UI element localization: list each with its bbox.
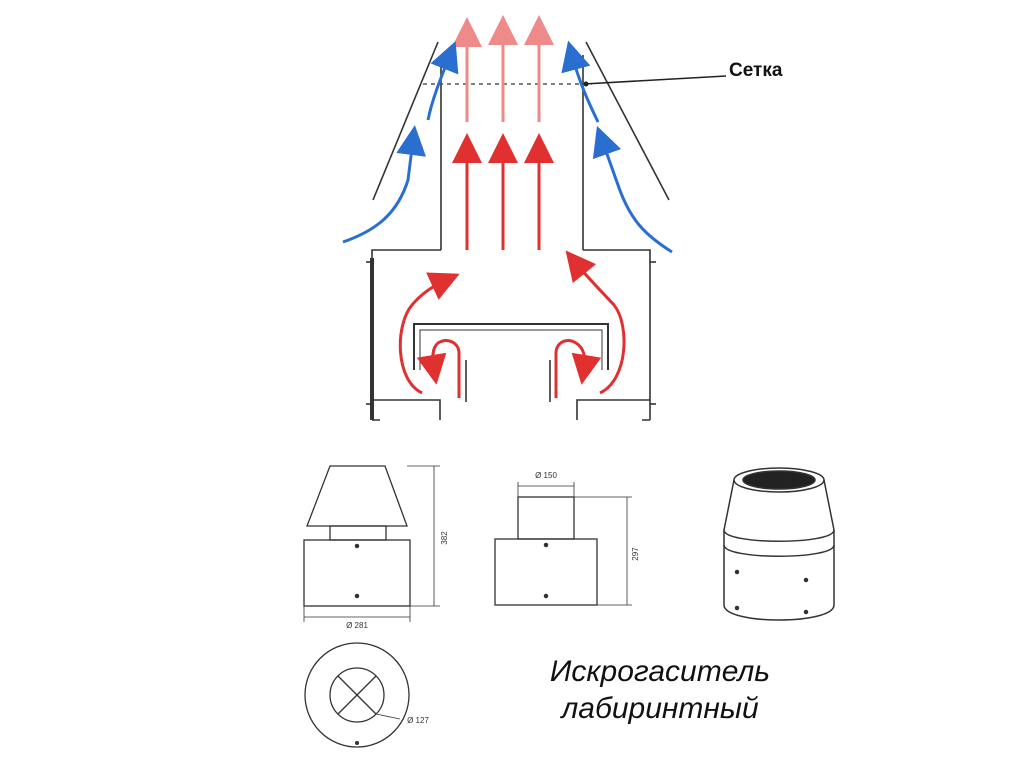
top-inner-circle xyxy=(329,667,385,723)
bottom-right-ledge xyxy=(576,399,650,421)
body-left xyxy=(371,249,441,420)
mesh xyxy=(423,75,727,87)
front-diameter-dimension: Ø 281 xyxy=(346,621,368,630)
side-body xyxy=(494,538,598,606)
front-neck xyxy=(329,525,387,541)
cone-right-line xyxy=(585,41,670,201)
mesh-leader-line xyxy=(583,75,727,85)
top-view xyxy=(304,642,410,748)
deflector-inner xyxy=(419,329,603,370)
cross-section xyxy=(366,41,670,421)
top-outer-circle xyxy=(304,642,410,748)
front-height-dimension: 382 xyxy=(440,531,449,545)
bottom-left-ledge xyxy=(372,399,441,421)
body-right xyxy=(583,249,651,420)
top-opening xyxy=(742,470,816,490)
top-diameter-dimension: Ø 127 xyxy=(407,716,429,725)
side-height-dimension: 297 xyxy=(631,547,640,561)
deflector-plate xyxy=(413,323,609,370)
side-view xyxy=(494,482,632,606)
side-pipe xyxy=(517,496,575,540)
cone-left-line xyxy=(372,41,439,201)
hot-flow-pipe xyxy=(452,133,554,250)
side-pipe-diameter-dimension: Ø 150 xyxy=(535,471,557,480)
spark-arrester-3d-icon xyxy=(723,467,835,621)
hot-flow-upper xyxy=(452,15,554,122)
front-view xyxy=(303,465,440,622)
lower-body xyxy=(723,545,835,621)
front-cone xyxy=(306,465,408,527)
title-line-1: Искрогаситель xyxy=(549,655,771,688)
title-line-2: лабиринтный xyxy=(561,692,759,725)
front-body xyxy=(303,539,411,607)
mesh-label: Сетка xyxy=(729,60,783,81)
hot-flow-labyrinth xyxy=(398,250,626,398)
cold-flow xyxy=(342,40,673,254)
cone-body xyxy=(723,479,835,531)
